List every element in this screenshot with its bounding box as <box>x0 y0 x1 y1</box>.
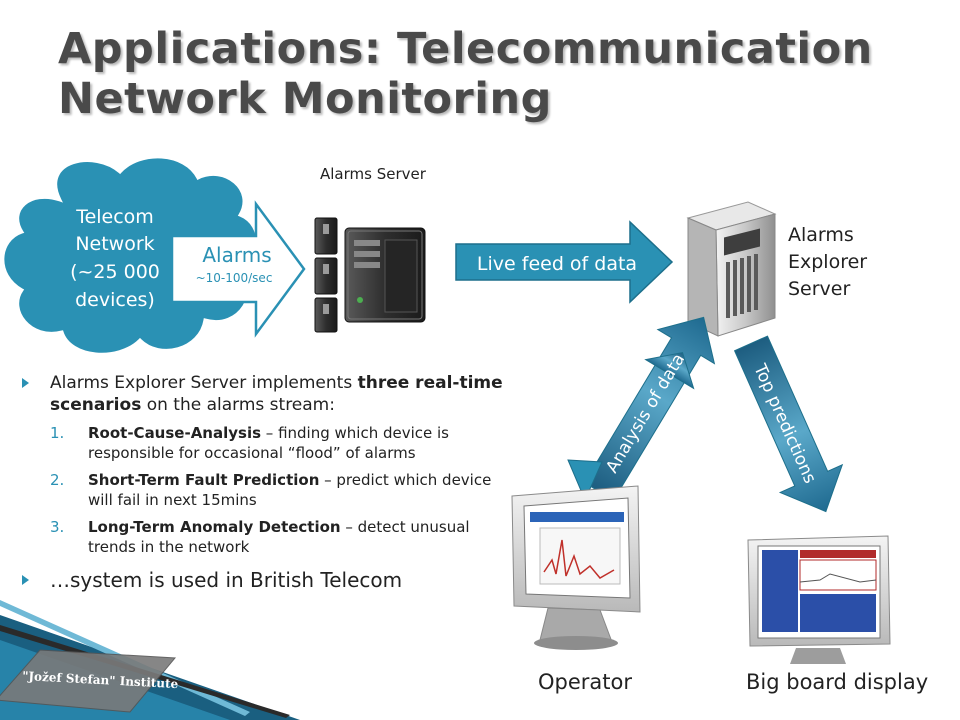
scenario-item-1: 1. Root-Cause-Analysis – finding which d… <box>22 423 507 463</box>
corner-decoration <box>0 600 300 720</box>
title-line-2: Network Monitoring <box>58 74 552 124</box>
explorer-server-label: Alarms Explorer Server <box>788 222 948 303</box>
cloud-line-3: (~25 000 <box>70 261 160 283</box>
explorer-server-icon <box>686 201 777 337</box>
scenario-name: Root-Cause-Analysis <box>88 424 262 442</box>
cloud-line-4: devices) <box>75 289 155 311</box>
explorer-label-line-1: Alarms <box>788 224 854 246</box>
alarms-server-label: Alarms Server <box>320 165 426 183</box>
intro-text-bold: three real-time scenarios <box>50 373 503 415</box>
rack-server-icon <box>314 217 338 333</box>
telecom-network-cloud <box>1 155 260 356</box>
british-telecom-text: …system is used in British Telecom <box>50 568 403 592</box>
scenario-description: – predict which device will fail in next… <box>88 471 492 509</box>
operator-label: Operator <box>538 670 632 694</box>
intro-text-pre: Alarms Explorer Server implements <box>50 373 358 393</box>
live-feed-arrow <box>455 220 674 304</box>
big-board-label: Big board display <box>746 670 929 694</box>
explorer-label-line-3: Server <box>788 278 851 300</box>
bullet-arrow-icon <box>22 378 29 388</box>
operator-monitor-icon <box>511 485 641 650</box>
predictions-arrow <box>733 335 844 513</box>
analysis-arrow-label: Analysis of data <box>602 350 689 476</box>
scenario-name: Short-Term Fault Prediction <box>88 471 320 489</box>
scenario-item-2: 2. Short-Term Fault Prediction – predict… <box>22 470 507 510</box>
analysis-arrow <box>583 316 716 501</box>
scenario-number: 2. <box>50 471 65 489</box>
intro-text-post: on the alarms stream: <box>141 395 335 415</box>
title-line-1: Applications: Telecommunication <box>58 24 873 74</box>
page-title: Applications: Telecommunication Network … <box>58 24 938 124</box>
tower-server-icon <box>344 227 426 323</box>
scenario-number: 1. <box>50 424 65 442</box>
scenario-name: Long-Term Anomaly Detection <box>88 518 341 536</box>
scenario-description: – finding which device is responsible fo… <box>88 424 449 462</box>
alarms-arrow <box>170 200 306 338</box>
explorer-label-line-2: Explorer <box>788 251 868 273</box>
cloud-line-2: Network <box>75 233 154 255</box>
alarms-rate-label: ~10-100/sec <box>196 271 273 285</box>
scenario-description: – detect unusual trends in the network <box>88 518 470 556</box>
cloud-line-1: Telecom <box>75 206 154 228</box>
alarms-arrow-label: Alarms <box>202 243 271 267</box>
bullet-list: Alarms Explorer Server implements three … <box>22 372 507 593</box>
analysis-arrow-head-down <box>567 459 603 502</box>
bullet-intro: Alarms Explorer Server implements three … <box>22 372 507 416</box>
scenario-number: 3. <box>50 518 65 536</box>
bullet-arrow-icon <box>22 575 29 585</box>
bullet-british-telecom: …system is used in British Telecom <box>22 567 507 593</box>
big-board-monitor-icon <box>747 535 891 664</box>
scenario-item-3: 3. Long-Term Anomaly Detection – detect … <box>22 517 507 557</box>
live-feed-label: Live feed of data <box>477 253 637 275</box>
